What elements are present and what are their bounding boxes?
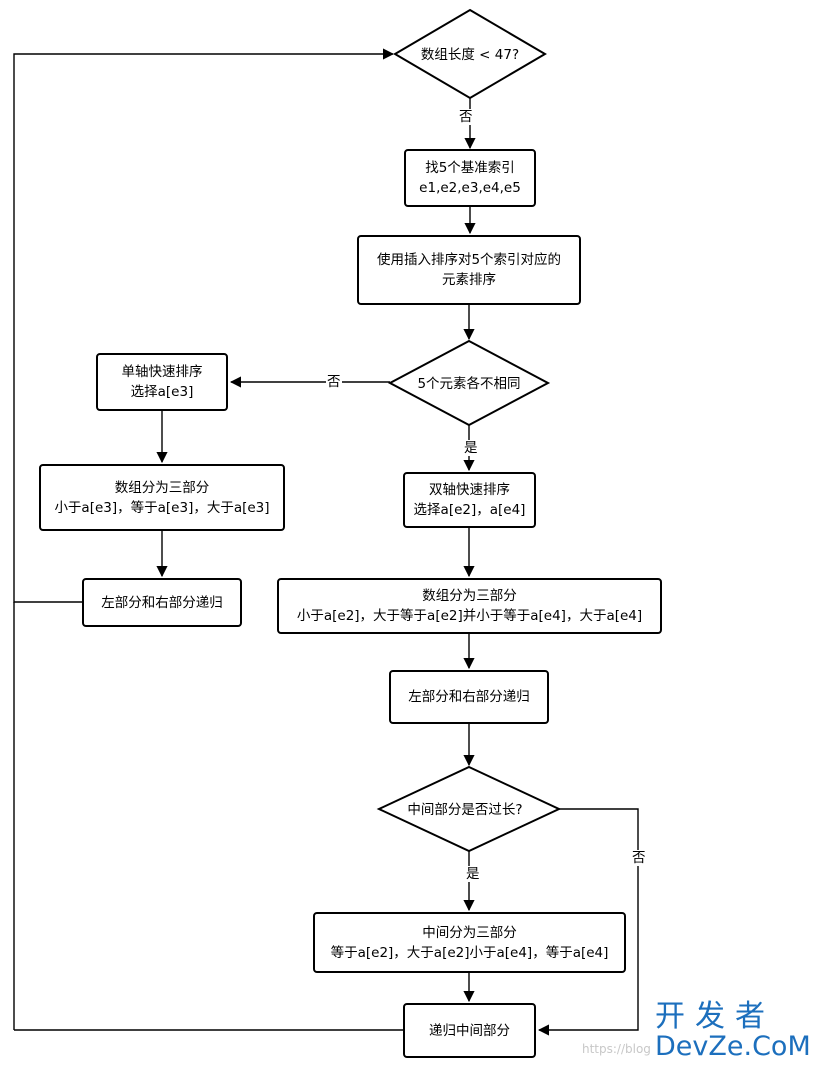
node-partition-middle: 中间分为三部分 等于a[e2]，大于a[e2]小于a[e4]，等于a[e4] xyxy=(313,912,626,973)
watermark-logo-cn: 开发者 xyxy=(655,999,775,1034)
node-dual-pivot-line2: 选择a[e2]，a[e4] xyxy=(413,502,526,518)
node-find-pivots-line1: 找5个基准索引 xyxy=(425,160,515,176)
node-length-check: 数组长度 < 47? xyxy=(421,47,519,63)
node-insertion-sort: 使用插入排序对5个索引对应的 元素排序 xyxy=(357,235,581,305)
node-recurse-left-right-b-label: 左部分和右部分递归 xyxy=(408,689,530,705)
node-dual-pivot: 双轴快速排序 选择a[e2]，a[e4] xyxy=(403,472,536,528)
node-single-pivot: 单轴快速排序 选择a[e3] xyxy=(96,353,228,411)
node-partition-single-line2: 小于a[e3]，等于a[e3]，大于a[e3] xyxy=(54,499,270,516)
node-dual-pivot-line1: 双轴快速排序 xyxy=(429,482,510,498)
node-recurse-left-right-b: 左部分和右部分递归 xyxy=(389,670,549,724)
node-middle-check: 中间部分是否过长? xyxy=(407,802,522,818)
node-insertion-sort-line2: 元素排序 xyxy=(442,272,496,288)
node-partition-middle-line2: 等于a[e2]，大于a[e2]小于a[e4]，等于a[e4] xyxy=(330,944,609,961)
edge-label-no-length: 否 xyxy=(458,109,474,125)
edge-n7-loop xyxy=(13,48,395,603)
edge-label-no-middle: 否 xyxy=(631,850,647,866)
node-recurse-left-right-a: 左部分和右部分递归 xyxy=(82,578,242,627)
node-partition-dual-line2: 小于a[e2]，大于等于a[e2]并小于等于a[e4]，大于a[e4] xyxy=(296,608,643,624)
node-recurse-middle-label: 递归中间部分 xyxy=(429,1022,510,1039)
edge-label-yes-distinct: 是 xyxy=(463,440,479,456)
node-find-pivots: 找5个基准索引 e1,e2,e3,e4,e5 xyxy=(404,149,536,207)
node-partition-single: 数组分为三部分 小于a[e3]，等于a[e3]，大于a[e3] xyxy=(39,464,285,531)
watermark-url: https://blog xyxy=(582,1042,651,1056)
node-partition-dual: 数组分为三部分 小于a[e2]，大于等于a[e2]并小于等于a[e4]，大于a[… xyxy=(277,578,662,634)
node-find-pivots-line2: e1,e2,e3,e4,e5 xyxy=(419,180,521,196)
edge-label-no-distinct: 否 xyxy=(326,374,342,390)
node-partition-middle-line1: 中间分为三部分 xyxy=(422,924,517,941)
node-single-pivot-line1: 单轴快速排序 xyxy=(121,364,203,380)
edge-n11-n13 xyxy=(537,808,639,1036)
node-recurse-left-right-a-label: 左部分和右部分递归 xyxy=(101,594,223,611)
node-partition-dual-line1: 数组分为三部分 xyxy=(422,588,517,604)
watermark-logo-en: DevZe.CoM xyxy=(655,1031,811,1062)
node-recurse-middle: 递归中间部分 xyxy=(403,1003,536,1058)
node-insertion-sort-line1: 使用插入排序对5个索引对应的 xyxy=(376,252,562,268)
edge-label-yes-middle: 是 xyxy=(465,866,481,882)
node-partition-single-line1: 数组分为三部分 xyxy=(114,479,210,496)
node-single-pivot-line2: 选择a[e3] xyxy=(130,384,194,400)
node-distinct-check: 5个元素各不相同 xyxy=(417,376,520,392)
